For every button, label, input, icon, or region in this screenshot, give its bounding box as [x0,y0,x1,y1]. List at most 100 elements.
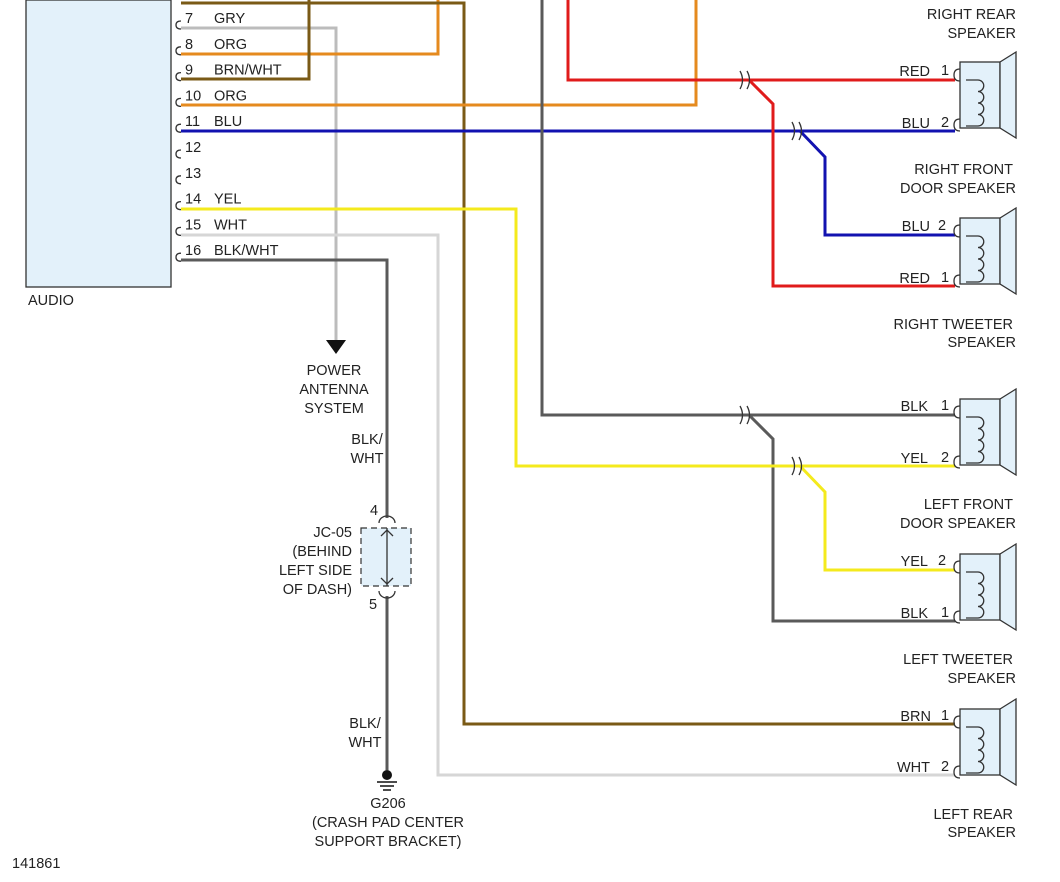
jc05-connector: 4 5 JC-05 (BEHIND LEFT SIDE OF DASH) [279,503,412,613]
wire-brn-left-rear [181,1,955,726]
pin-number: 12 [185,140,201,156]
right-front-pin1: 1 [941,63,949,79]
audio-unit-box [25,0,172,288]
right-tweeter-label-2: SPEAKER [948,335,1017,351]
pin-terminal [175,97,182,108]
left-rear-pin1: 1 [941,708,949,724]
wire-org-8 [181,0,440,56]
wire-red-tweeter [747,78,955,288]
right-tweeter-label-1: RIGHT TWEETER [894,317,1014,333]
jc05-pin-bottom: 5 [369,597,377,613]
right-front-label-2: DOOR SPEAKER [900,181,1016,197]
speakers [953,50,1017,787]
left-front-label-2: DOOR SPEAKER [900,516,1016,532]
right-tweeter-pin1: 2 [938,218,946,234]
pin-number: 14 [185,192,201,208]
wire-yel-tweeter [798,464,955,572]
wire-wht-15 [181,233,955,777]
splice-icon [746,405,751,425]
splice-icon [739,70,744,90]
pin-number: 7 [185,11,193,27]
speaker-icon [953,697,1017,787]
antenna-arrow-icon [326,340,346,354]
jc05-arrow-down-icon [380,577,394,585]
pin-number: 15 [185,217,201,233]
ground-g206: G206 (CRASH PAD CENTER SUPPORT BRACKET) [312,770,464,850]
jc05-pin-top: 4 [370,503,378,519]
pin-color: GRY [214,11,245,27]
splice-icon [798,456,803,476]
jc05-label-4: OF DASH) [283,582,352,598]
speaker-icon [953,387,1017,477]
left-tweeter-label-1: LEFT TWEETER [903,652,1013,668]
wire-blu-tweeter [798,129,955,237]
wire-blk-tweeter [747,413,955,623]
splice-icon [791,121,796,141]
left-tweeter-pin2: 1 [941,605,949,621]
left-front-pin1: 1 [941,398,949,414]
wires [181,0,955,777]
ground-label-3: SUPPORT BRACKET) [315,834,462,850]
splice-icon [739,405,744,425]
right-front-label-1: RIGHT FRONT [914,162,1013,178]
splice-icon [791,456,796,476]
wire-blkwht-16 [181,258,389,518]
antenna-label-1: POWER [307,363,362,379]
pin-terminal [175,20,182,30]
left-rear-wire2: WHT [897,760,930,776]
pin-number: 11 [185,114,200,130]
jc05-arrow-up-icon [380,529,394,537]
pin-terminal [175,149,182,159]
left-rear-pin2: 2 [941,759,949,775]
ground-label-2: (CRASH PAD CENTER [312,815,464,831]
splice-icon [746,70,751,90]
pin-terminal [175,200,182,211]
wire-splices [739,70,803,476]
wire-blk-front [540,0,955,417]
pin-terminal [175,252,182,262]
wire-brnwht-9 [181,0,311,81]
jc05-bottom-cap [378,590,396,599]
jc05-top-cap [378,515,396,524]
right-front-wire2: BLU [902,116,930,132]
pin-color: ORG [214,37,247,53]
ground-wire-lower-label-2: WHT [348,735,381,751]
ground-wire-upper-label-2: WHT [350,451,383,467]
left-front-wire2: YEL [901,451,928,467]
pin-number: 16 [185,243,201,259]
pin-number: 9 [185,63,193,79]
pin-number: 13 [185,166,201,182]
ground-wire-upper-label-1: BLK/ [351,432,383,448]
right-front-pin2: 2 [941,115,949,131]
pin-color: BLU [214,114,242,130]
wire-org-10 [181,0,698,107]
power-antenna: POWER ANTENNA SYSTEM [299,340,369,417]
right-rear-label-1: RIGHT REAR [927,7,1016,23]
jc05-box [360,527,412,587]
pin-color: BLK/WHT [214,243,279,259]
speaker-icon [953,542,1017,632]
pin-terminal [175,46,182,56]
left-tweeter-label-2: SPEAKER [948,671,1017,687]
jc05-label-1: JC-05 [313,525,352,541]
pin-number: 10 [185,88,201,104]
pin-color: WHT [214,217,247,233]
ground-wire-lower-label-1: BLK/ [349,716,381,732]
pin-terminal [175,123,182,133]
wire-yel-14 [181,207,955,468]
jc05-label-2: (BEHIND [292,544,352,560]
right-tweeter-wire2: RED [899,271,930,287]
left-rear-label-1: LEFT REAR [933,807,1013,823]
pin-color: BRN/WHT [214,63,282,79]
jc05-label-3: LEFT SIDE [279,563,352,579]
left-tweeter-wire2: BLK [901,606,929,622]
left-rear-label-2: SPEAKER [948,825,1017,841]
antenna-label-2: ANTENNA [299,382,369,398]
right-tweeter-wire1: BLU [902,219,930,235]
left-rear-wire1: BRN [900,709,931,725]
pin-number: 8 [185,37,193,53]
speaker-icon [953,50,1017,140]
antenna-label-3: SYSTEM [304,401,364,417]
